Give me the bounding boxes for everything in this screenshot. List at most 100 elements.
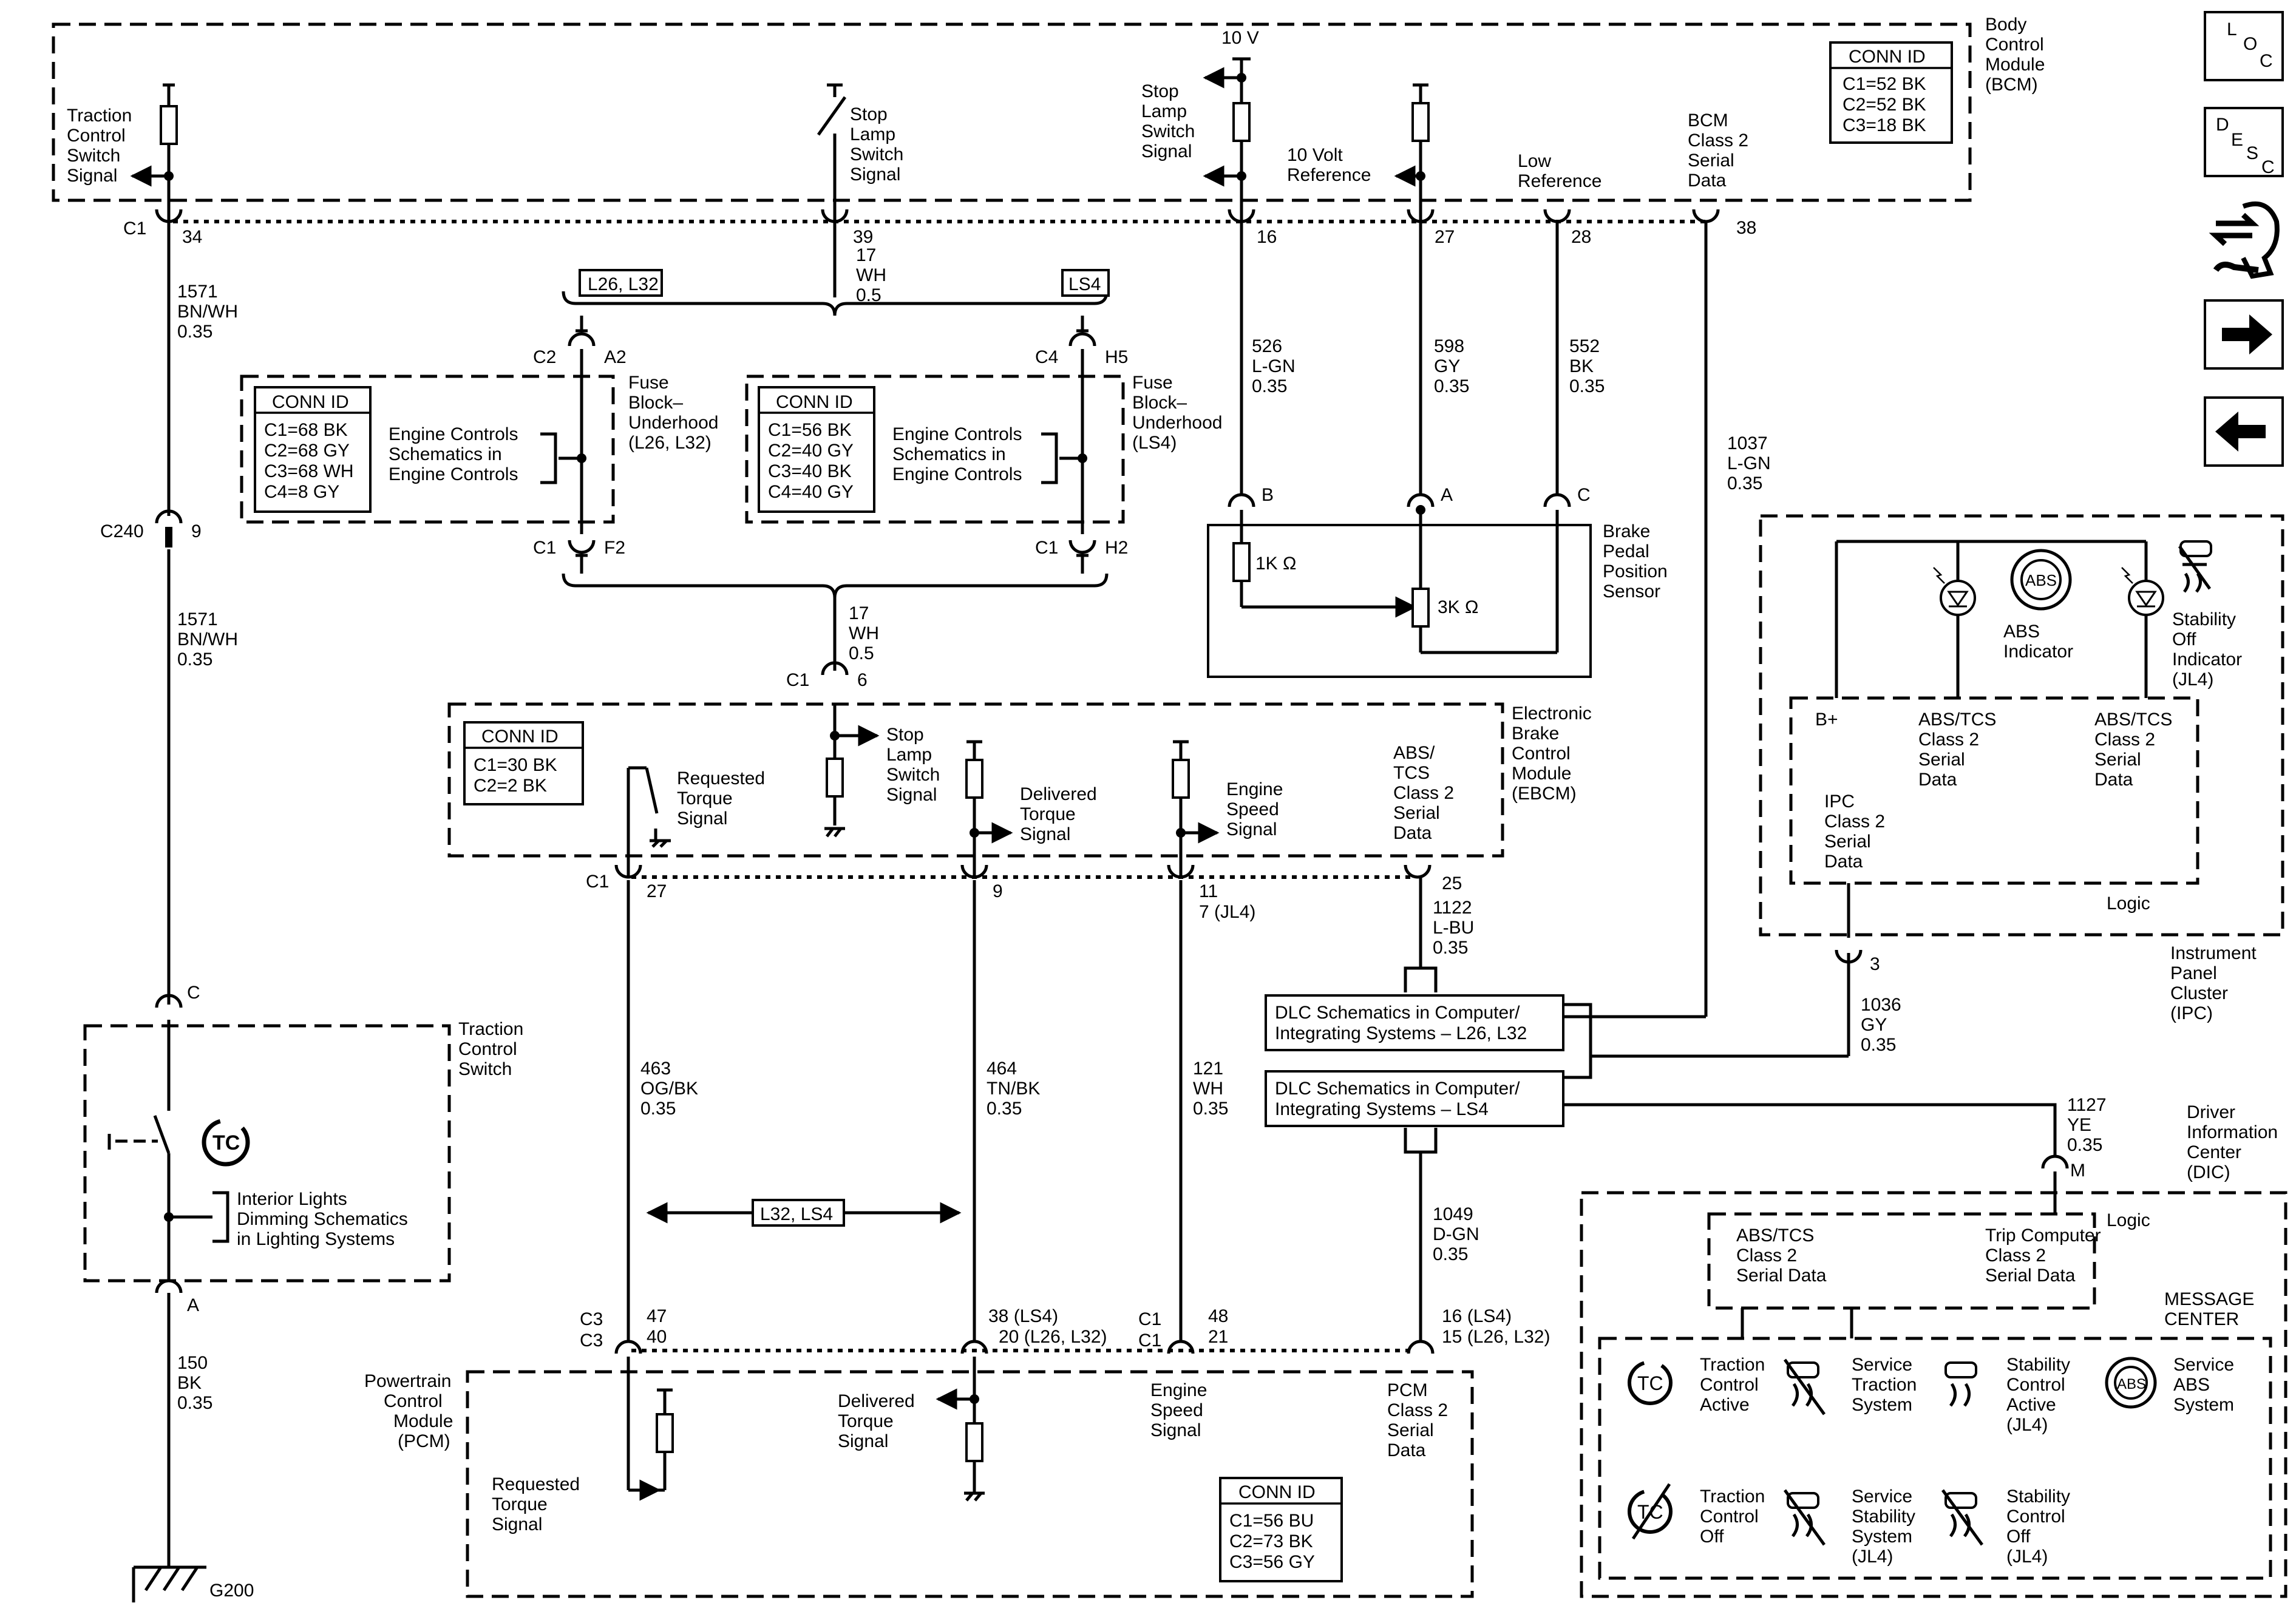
svg-text:B: B (1262, 485, 1274, 505)
tc-active-icon: TC (1628, 1360, 1673, 1405)
nav-back-arrow-icon[interactable] (2204, 396, 2284, 467)
service-abs-icon: ABS (2105, 1357, 2157, 1409)
svg-text:DLC Schematics in Computer/: DLC Schematics in Computer/ (1275, 1003, 1520, 1023)
svg-text:C4: C4 (1035, 347, 1058, 367)
svg-text:DLC Schematics in Computer/: DLC Schematics in Computer/ (1275, 1079, 1520, 1099)
nav-forward-arrow-icon[interactable] (2204, 299, 2284, 370)
svg-text:28: 28 (1571, 227, 1591, 247)
svg-text:C1=56 BK: C1=56 BK (768, 420, 852, 440)
svg-text:L32, LS4: L32, LS4 (760, 1204, 833, 1224)
svg-text:F2: F2 (604, 538, 625, 558)
svg-text:A: A (187, 1295, 199, 1315)
svg-text:C3=40 BK: C3=40 BK (768, 461, 852, 481)
stability-led-icon (2121, 567, 2164, 616)
svg-text:C3: C3 (580, 1309, 603, 1329)
svg-text:48: 48 (1208, 1306, 1228, 1326)
svg-text:D: D (2216, 115, 2229, 135)
svg-text:38: 38 (1736, 218, 1756, 238)
svg-text:Integrating Systems – LS4: Integrating Systems – LS4 (1275, 1099, 1489, 1119)
svg-text:CONN ID: CONN ID (272, 392, 349, 412)
svg-text:C1=56 BU: C1=56 BU (1229, 1511, 1314, 1531)
svg-text:ABS: ABS (2025, 571, 2057, 589)
svg-text:C: C (187, 983, 200, 1003)
svg-text:C1: C1 (1035, 538, 1058, 558)
svg-text:A: A (1441, 485, 1453, 505)
svg-text:40: 40 (647, 1327, 667, 1347)
stability-off-icon (2178, 540, 2212, 593)
svg-text:M: M (2070, 1161, 2085, 1181)
svg-text:ABS: ABS (2117, 1376, 2146, 1392)
svg-text:9: 9 (993, 881, 1003, 901)
nav-desc-button[interactable]: D E S C (2204, 107, 2284, 177)
svg-text:C2=73 BK: C2=73 BK (1229, 1531, 1313, 1551)
nav-loc-button[interactable]: L O C (2204, 11, 2284, 81)
svg-text:47: 47 (647, 1306, 667, 1326)
svg-text:C1: C1 (786, 670, 809, 690)
svg-text:Logic: Logic (2107, 893, 2150, 914)
svg-text:H2: H2 (1105, 538, 1128, 558)
svg-text:CONN ID: CONN ID (1849, 47, 1926, 67)
svg-text:C1: C1 (1138, 1331, 1161, 1351)
svg-text:C1: C1 (586, 872, 609, 892)
abs-led-icon (1933, 567, 1976, 616)
svg-text:Logic: Logic (2107, 1210, 2150, 1230)
svg-text:L26, L32: L26, L32 (588, 274, 659, 294)
svg-text:C2=2 BK: C2=2 BK (474, 776, 547, 796)
svg-text:H5: H5 (1105, 347, 1128, 367)
svg-text:38 (LS4): 38 (LS4) (988, 1306, 1058, 1326)
svg-text:C2: C2 (533, 347, 556, 367)
svg-text:34: 34 (182, 227, 202, 247)
svg-text:A2: A2 (604, 347, 627, 367)
svg-text:CONN ID: CONN ID (1238, 1482, 1316, 1502)
svg-text:C3=56 GY: C3=56 GY (1229, 1552, 1315, 1572)
nav-tools-icon[interactable] (2209, 202, 2280, 279)
svg-text:C3=18 BK: C3=18 BK (1843, 115, 1926, 135)
service-stability-icon (1783, 1489, 1826, 1546)
svg-text:27: 27 (1435, 227, 1455, 247)
bcm-conn-id: CONN ID C1=52 BK C2=52 BK C3=18 BK (1829, 41, 1953, 144)
svg-text:C1=68 BK: C1=68 BK (264, 420, 348, 440)
tc-icon: TC (202, 1118, 250, 1167)
svg-text:TC: TC (1637, 1372, 1663, 1394)
svg-text:C240: C240 (100, 521, 144, 541)
svg-text:3: 3 (1870, 954, 1880, 974)
pcm-module: C3 C3 47 40 38 (LS4) 20 (L26, L32) C1 C1… (364, 1306, 1550, 1598)
svg-text:C: C (2261, 157, 2275, 177)
